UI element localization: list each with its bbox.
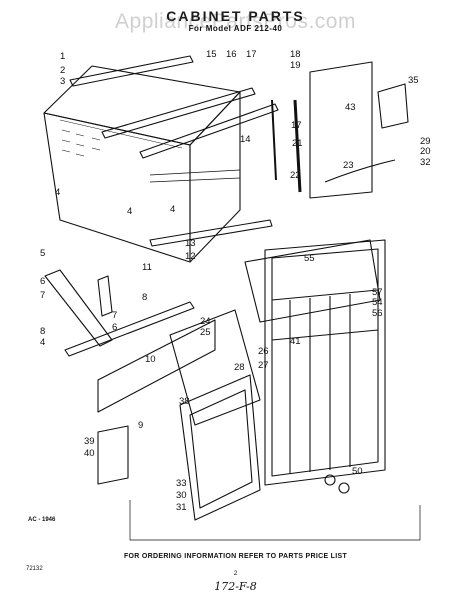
callout-label: 4 (55, 187, 60, 198)
curtain-panel (97, 319, 216, 413)
callout-label: 20 (420, 146, 431, 157)
callout-label: 30 (176, 490, 187, 501)
callout-label: 8 (40, 326, 45, 337)
switch-part (377, 83, 409, 129)
callout-label: 28 (234, 362, 245, 373)
callout-label: 17 (246, 49, 257, 60)
callout-label: 31 (176, 502, 187, 513)
side-panel (309, 61, 373, 199)
callout-label: 16 (226, 49, 237, 60)
callout-label: 41 (290, 336, 301, 347)
top-rails (69, 55, 279, 159)
callout-label: 9 (138, 420, 143, 431)
callout-label: 11 (142, 262, 152, 273)
callout-label: 4 (127, 206, 132, 217)
ac-code: AC - 1946 (28, 517, 56, 523)
callout-label: 3 (60, 76, 65, 87)
rod (293, 99, 302, 193)
filter (179, 374, 261, 521)
callout-label: 43 (345, 102, 356, 113)
callout-label: 25 (200, 327, 211, 338)
page-number: 2 (233, 570, 238, 577)
callout-label: 18 (290, 49, 301, 60)
ordering-note: FOR ORDERING INFORMATION REFER TO PARTS … (123, 553, 348, 560)
callout-label: 4 (170, 204, 175, 215)
curtain-frame (169, 309, 261, 426)
callout-label: 6 (40, 276, 45, 287)
callout-label: 40 (84, 448, 95, 459)
callout-label: 56 (372, 308, 383, 319)
callout-label: 54 (372, 297, 383, 308)
callout-label: 1 (60, 51, 65, 62)
mounting-bracket (44, 269, 113, 347)
callout-label: 57 (372, 287, 383, 298)
callout-label: 23 (343, 160, 354, 171)
callout-label: 32 (420, 157, 431, 168)
callout-label: 14 (240, 134, 251, 145)
ground-wire (324, 159, 396, 183)
callout-label: 39 (84, 436, 95, 447)
cabinet-shell (43, 65, 241, 263)
callout-label: 17 (291, 120, 302, 131)
document-code: 72132 (26, 566, 43, 572)
tray-outline (129, 500, 421, 541)
callout-label: 38 (179, 396, 190, 407)
callout-label: 19 (290, 60, 301, 71)
callout-label: 21 (292, 138, 303, 149)
callout-label: 27 (258, 360, 269, 371)
front-grille (264, 239, 386, 486)
callout-labels: 1 2 3 4 4 4 5 6 7 8 4 6 7 8 9 10 11 12 1… (40, 49, 431, 513)
page-title: CABINET PARTS (166, 8, 305, 24)
callout-label: 29 (420, 136, 431, 147)
knob-plate (97, 425, 129, 485)
callout-label: 10 (145, 354, 156, 365)
grille-fastener (338, 482, 350, 494)
callout-label: 35 (408, 75, 419, 86)
callout-label: 6 (112, 322, 117, 333)
callout-label: 12 (185, 251, 196, 262)
callout-label: 26 (258, 346, 269, 357)
callout-label: 7 (112, 310, 117, 321)
louvre-assembly (244, 239, 381, 323)
bracket-slide (97, 275, 113, 317)
sill-rail (64, 301, 195, 357)
callout-label: 50 (352, 466, 363, 477)
callout-label: 13 (185, 238, 196, 249)
callout-label: 55 (304, 253, 315, 264)
rod (271, 99, 277, 181)
model-subtitle: For Model ADF 212-40 (188, 24, 283, 33)
callout-label: 22 (290, 170, 301, 181)
callout-label: 24 (200, 316, 211, 327)
callout-label: 7 (40, 290, 45, 301)
callout-label: 2 (60, 65, 65, 76)
handwritten-note: 172-F-8 (214, 580, 257, 593)
grille-fastener (324, 474, 336, 486)
watermark: AppliancePartsPros.com (115, 10, 356, 33)
cabinet-louvres (61, 129, 101, 157)
callout-label: 5 (40, 248, 45, 259)
callout-label: 15 (206, 49, 217, 60)
callout-label: 4 (40, 337, 45, 348)
callout-label: 33 (176, 478, 187, 489)
filter-inner (189, 389, 253, 509)
callout-label: 8 (142, 292, 147, 303)
bottom-rail (149, 219, 273, 247)
